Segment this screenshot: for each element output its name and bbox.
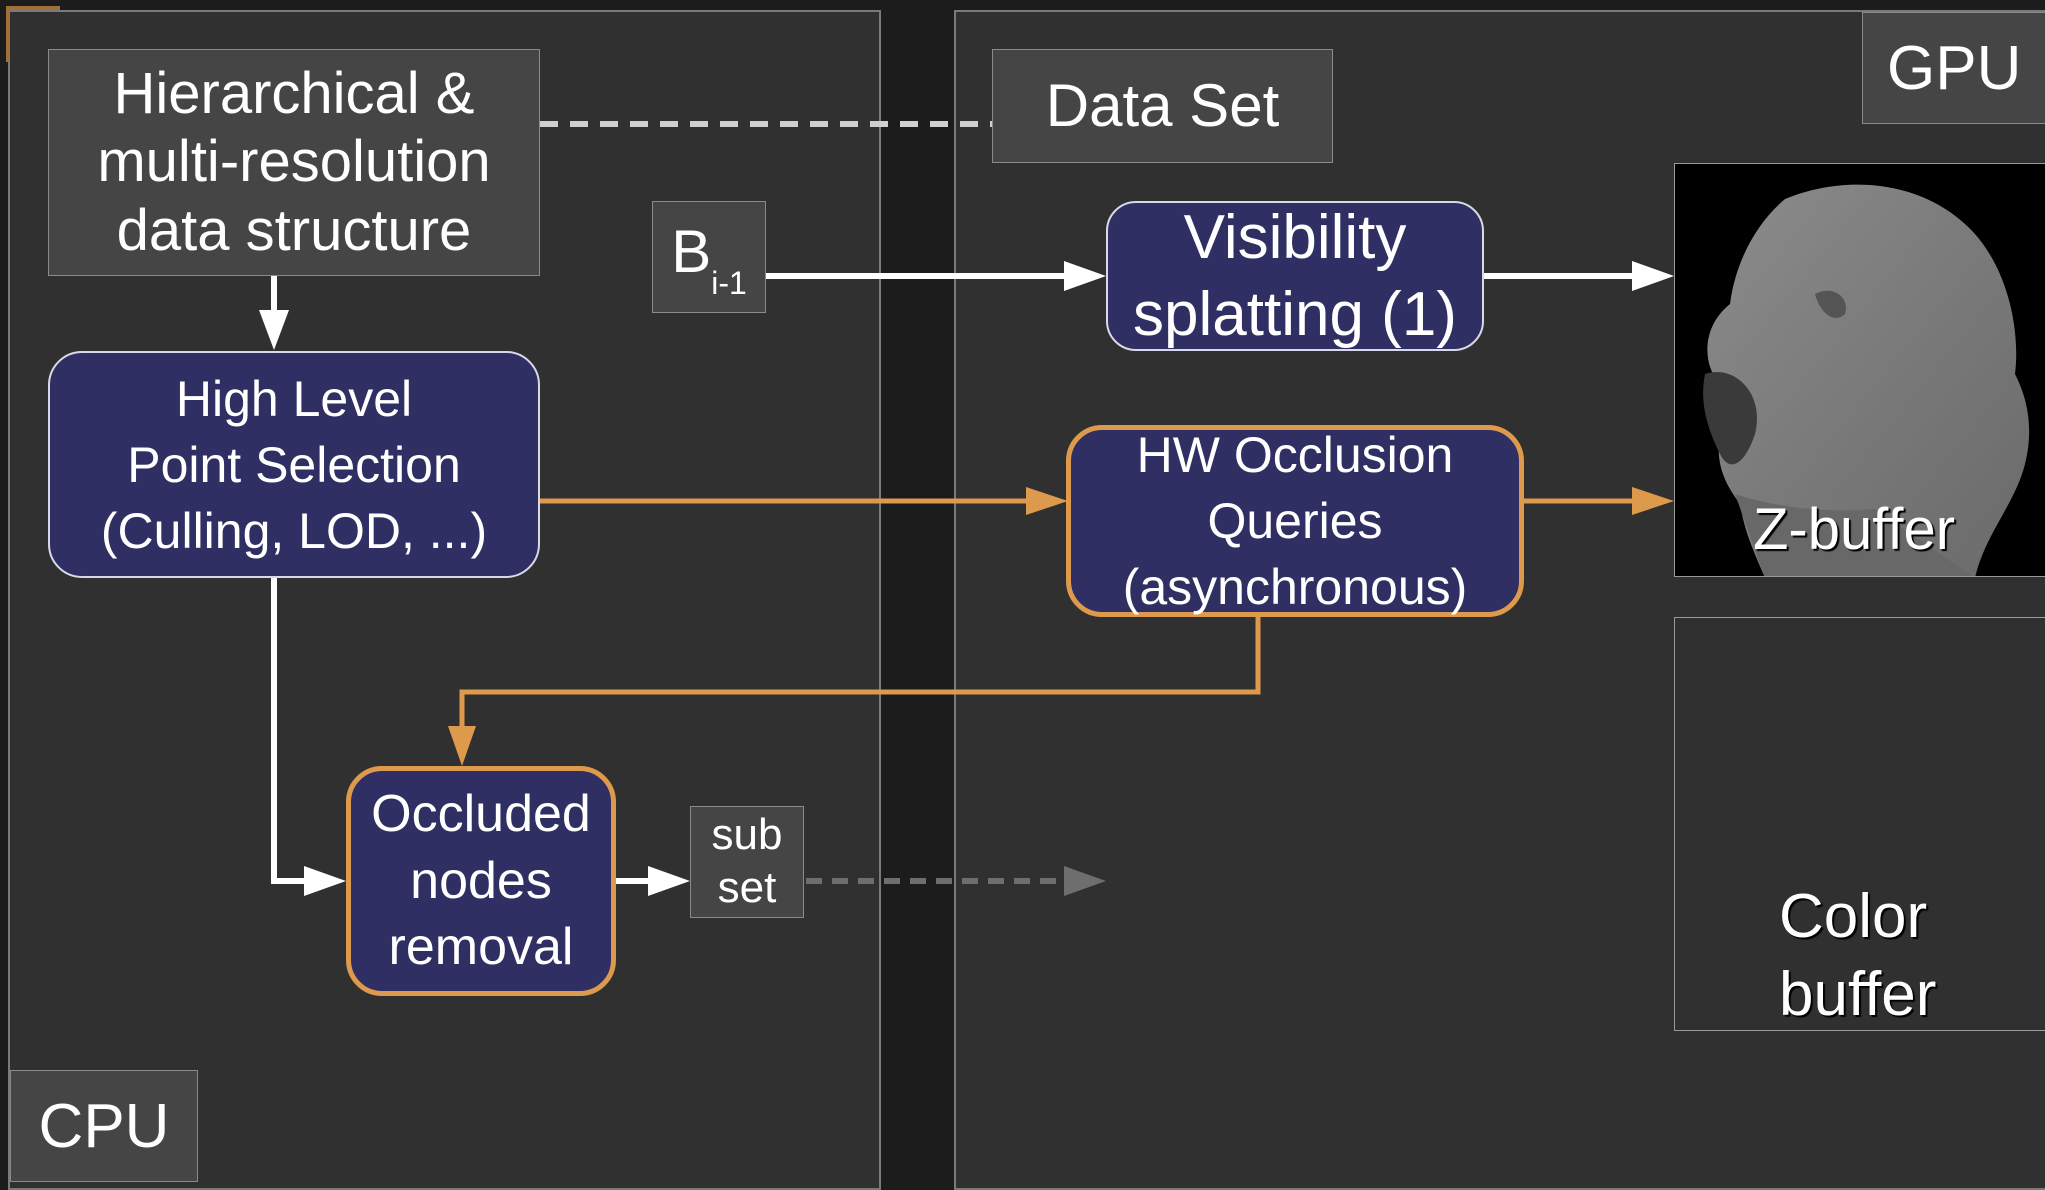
arrowhead [304, 866, 346, 896]
zbuffer-label: Z-buffer [1753, 497, 1956, 562]
corner-mark [6, 6, 60, 62]
neck-shadow [1735, 494, 1973, 576]
arrowhead [1064, 261, 1106, 291]
color-buffer-label: Color buffer [1779, 882, 1937, 1029]
data-set-box: Data Set [992, 49, 1333, 163]
hw-occlusion-node: HW Occlusion Queries (asynchronous) [1066, 425, 1524, 617]
data-structure-box: Hierarchical & multi-resolution data str… [48, 49, 540, 276]
cpu-label: CPU [38, 1091, 170, 1161]
arrowhead [448, 726, 476, 766]
data-set-label: Data Set [1045, 71, 1280, 139]
b-prev-main: B [671, 217, 712, 285]
arrowhead [1632, 261, 1674, 291]
hw-occlusion-label: HW Occlusion Queries (asynchronous) [1122, 427, 1468, 615]
arrowhead [1026, 487, 1068, 515]
arrowhead [259, 310, 289, 350]
b-prev-box: Bi-1 [652, 201, 766, 313]
b-prev-subscript: i-1 [711, 264, 747, 301]
face-shadow [1703, 372, 1757, 465]
occluded-removal-node: Occluded nodes removal [346, 766, 616, 996]
visibility-splatting-node: Visibility splatting (1) [1106, 201, 1484, 351]
gpu-label-box: GPU [1862, 12, 2045, 124]
high-level-selection-node: High Level Point Selection (Culling, LOD… [48, 351, 540, 578]
b-prev-label: Bi-1 [671, 217, 747, 301]
cpu-label-box: CPU [10, 1070, 198, 1182]
visibility-splatting-label: Visibility splatting (1) [1133, 202, 1457, 350]
high-level-selection-label: High Level Point Selection (Culling, LOD… [100, 370, 488, 559]
arrowhead [648, 866, 690, 896]
zbuffer-panel: Z-buffer [1674, 163, 2045, 577]
gpu-label: GPU [1887, 33, 2022, 103]
subset-label: sub set [711, 810, 783, 912]
occluded-removal-label: Occluded nodes removal [371, 785, 591, 977]
arrowhead [1064, 866, 1106, 896]
ear-detail [1815, 290, 1846, 318]
head-silhouette [1706, 184, 2030, 576]
arrow-hw-to-occluded [459, 617, 1261, 730]
arrow-highlevel-to-occluded [271, 578, 306, 884]
subset-box: sub set [690, 806, 804, 918]
zbuffer-depth-image [1703, 184, 2030, 576]
data-structure-label: Hierarchical & multi-resolution data str… [97, 60, 491, 263]
color-buffer-panel: Color buffer [1674, 617, 2045, 1031]
arrowhead [1632, 487, 1674, 515]
